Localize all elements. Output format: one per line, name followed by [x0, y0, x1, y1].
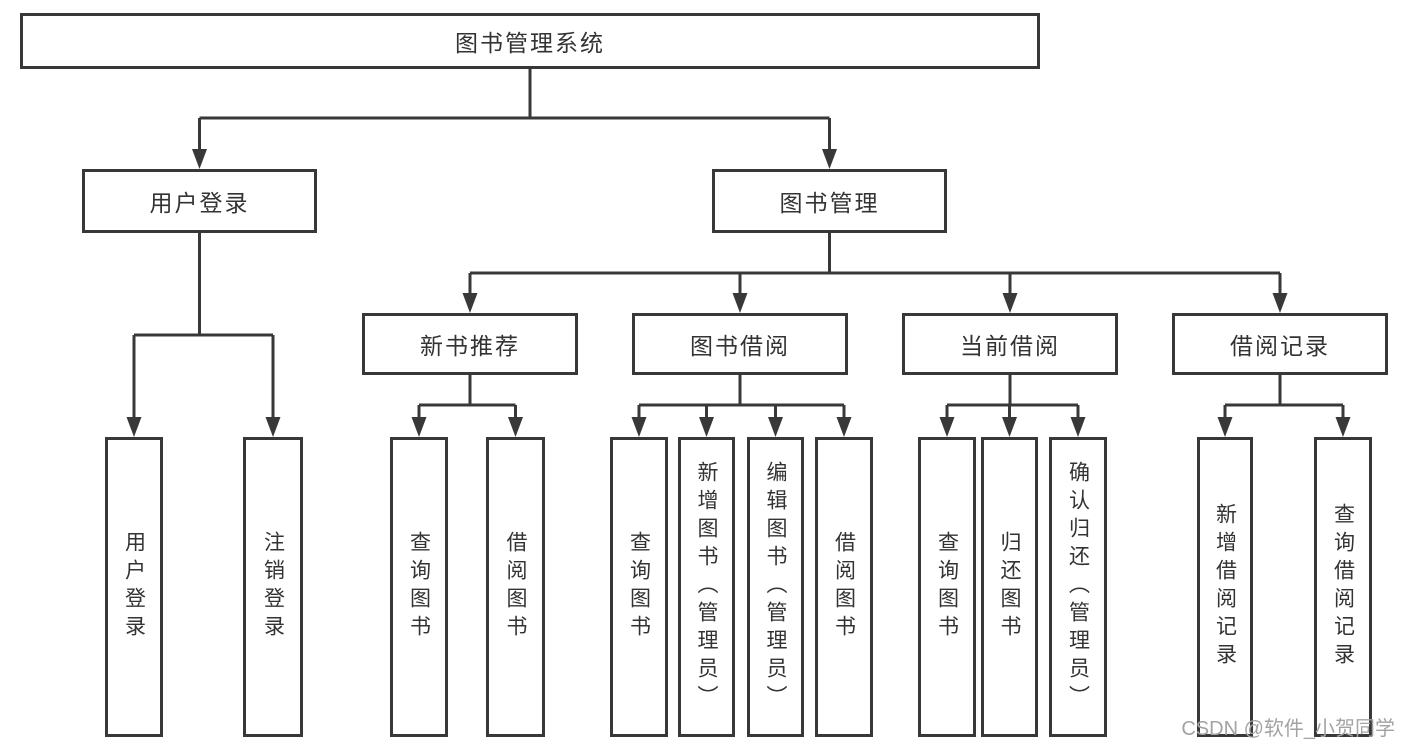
connector-user-login [126, 233, 281, 437]
leaf-add-borrow-record-label: 新增借阅记录 [1213, 503, 1237, 671]
leaf-user-login-label: 用户登录 [122, 531, 146, 643]
leaf-query-borrow-record: 查询借阅记录 [1314, 437, 1372, 737]
csdn-watermark: CSDN @软件_小贺同学 [1181, 718, 1395, 740]
leaf-borrow-books-recommend-label: 借阅图书 [504, 531, 527, 643]
node-book-borrowing: 图书借阅 [632, 313, 848, 375]
leaf-borrow-books-borrowing-label: 借阅图书 [832, 531, 856, 643]
node-borrowing-records-label: 借阅记录 [1230, 333, 1330, 359]
node-user-login-label: 用户登录 [149, 190, 250, 216]
node-book-borrowing-label: 图书借阅 [690, 333, 790, 359]
leaf-return-books: 归还图书 [981, 437, 1038, 737]
node-user-login: 用户登录 [82, 169, 317, 233]
connector-root-to-level2 [192, 68, 837, 169]
node-book-management: 图书管理 [712, 169, 947, 233]
leaf-query-books-borrowing: 查询图书 [610, 437, 668, 737]
node-current-borrowing-label: 当前借阅 [960, 333, 1060, 359]
leaf-confirm-return-admin: 确认归还（管理员） [1049, 437, 1107, 737]
leaf-query-books-current-label: 查询图书 [935, 531, 959, 643]
leaf-query-books-current: 查询图书 [918, 437, 976, 737]
leaf-edit-book-admin: 编辑图书（管理员） [747, 437, 804, 737]
connector-current-borrowing [939, 375, 1086, 437]
leaf-add-borrow-record: 新增借阅记录 [1197, 437, 1253, 737]
node-new-book-recommend: 新书推荐 [362, 313, 578, 375]
leaf-add-book-admin-label: 新增图书（管理员） [695, 461, 718, 713]
leaf-logout: 注销登录 [243, 437, 303, 737]
leaf-query-books-recommend: 查询图书 [390, 437, 448, 737]
leaf-confirm-return-admin-label: 确认归还（管理员） [1066, 461, 1090, 713]
leaf-query-borrow-record-label: 查询借阅记录 [1331, 503, 1355, 671]
node-root-label: 图书管理系统 [455, 30, 605, 56]
node-book-management-label: 图书管理 [779, 190, 880, 216]
leaf-query-books-borrowing-label: 查询图书 [627, 531, 651, 643]
leaf-query-books-recommend-label: 查询图书 [407, 531, 431, 643]
leaf-return-books-label: 归还图书 [998, 531, 1021, 643]
leaf-add-book-admin: 新增图书（管理员） [678, 437, 735, 737]
leaf-borrow-books-borrowing: 借阅图书 [815, 437, 873, 737]
leaf-user-login: 用户登录 [105, 437, 163, 737]
connector-book-borrowing [631, 375, 852, 437]
leaf-borrow-books-recommend: 借阅图书 [486, 437, 545, 737]
leaf-logout-label: 注销登录 [261, 531, 285, 643]
connector-borrowing-records [1217, 375, 1351, 437]
connector-book-management [462, 233, 1288, 313]
leaf-edit-book-admin-label: 编辑图书（管理员） [764, 461, 787, 713]
node-root: 图书管理系统 [20, 13, 1040, 69]
connector-new-book-recommend [411, 375, 523, 437]
node-current-borrowing: 当前借阅 [902, 313, 1118, 375]
node-borrowing-records: 借阅记录 [1172, 313, 1388, 375]
node-new-book-recommend-label: 新书推荐 [420, 333, 520, 359]
